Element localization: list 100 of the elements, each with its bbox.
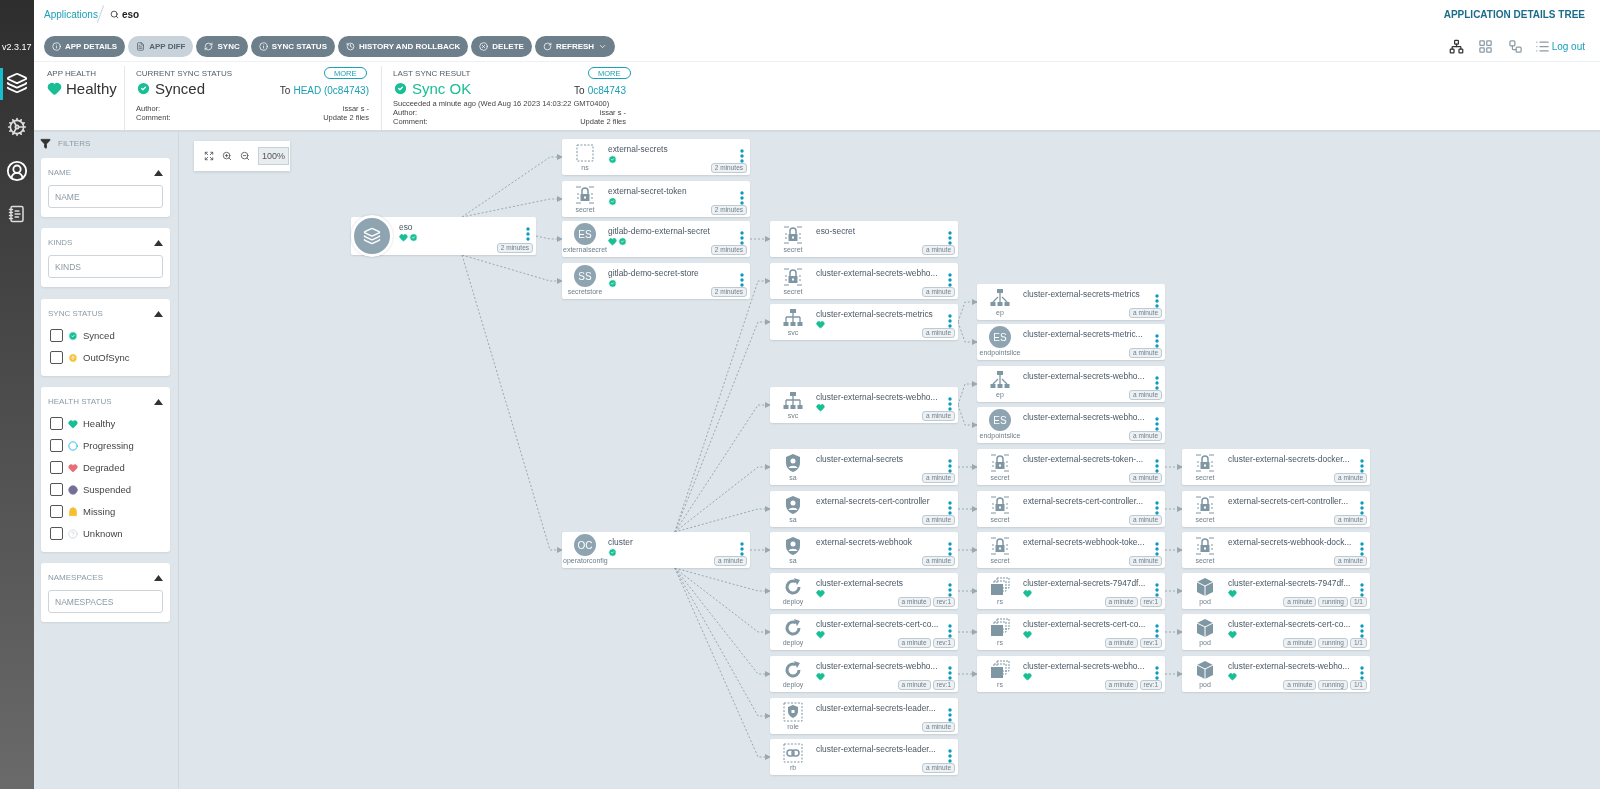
resource-name: gitlab-demo-external-secret bbox=[608, 226, 710, 236]
kind-initials: ES bbox=[989, 326, 1011, 348]
resource-name: cluster-external-secrets-metrics bbox=[816, 309, 933, 319]
logout-link: Log out bbox=[1551, 41, 1585, 52]
resource-name: cluster-external-secrets-cert-co... bbox=[1023, 619, 1146, 629]
filter-title: NAME bbox=[48, 168, 72, 177]
kind-initials: ES bbox=[989, 409, 1011, 431]
resource-card bbox=[562, 139, 750, 175]
option-label: Suspended bbox=[83, 484, 132, 495]
kind-initials: ES bbox=[574, 223, 596, 245]
section-heading: APP HEALTH bbox=[47, 69, 97, 78]
resource-card bbox=[1182, 656, 1370, 692]
resource-card bbox=[1182, 491, 1370, 527]
kind-initials: SS bbox=[574, 265, 596, 287]
option-label: Healthy bbox=[83, 418, 116, 429]
option-label: Degraded bbox=[83, 462, 125, 473]
resource-name: cluster-external-secrets-7947df... bbox=[1228, 578, 1351, 588]
resource-card bbox=[770, 387, 958, 423]
revision-prefix: To bbox=[279, 85, 291, 96]
filter-title: KINDS bbox=[48, 238, 73, 247]
resource-card bbox=[770, 263, 958, 299]
action-button: APP DIFF bbox=[128, 36, 194, 57]
revision-link: 0c84743 bbox=[587, 85, 626, 96]
resource-card bbox=[770, 532, 958, 568]
filter-title: HEALTH STATUS bbox=[48, 397, 112, 406]
resource-card bbox=[977, 656, 1165, 692]
action-button: DELETE bbox=[471, 36, 532, 57]
resource-name: cluster bbox=[608, 537, 633, 547]
connector-arrow bbox=[749, 547, 771, 553]
resource-card bbox=[770, 614, 958, 650]
breadcrumb-link: Applications bbox=[44, 9, 98, 20]
resource-card bbox=[770, 221, 958, 257]
revision-prefix: To bbox=[574, 85, 585, 96]
zoom-level-button: 100% bbox=[258, 147, 290, 165]
option-label: Progressing bbox=[83, 440, 134, 451]
resource-name: eso bbox=[399, 222, 413, 232]
breadcrumb-current: eso bbox=[122, 9, 140, 20]
connector-arrow bbox=[957, 588, 978, 594]
resource-name: cluster-external-secrets bbox=[816, 454, 904, 464]
connector-arrow bbox=[1164, 506, 1183, 512]
filter-title: NAMESPACES bbox=[48, 573, 103, 582]
resource-card bbox=[562, 221, 750, 257]
resource-name: cluster-external-secrets-webho... bbox=[1228, 661, 1350, 671]
resource-card bbox=[770, 698, 958, 734]
resource-card bbox=[977, 614, 1165, 650]
view-title: APPLICATION DETAILS TREE bbox=[1443, 9, 1585, 20]
resource-name: cluster-external-secrets-metric... bbox=[1023, 329, 1143, 339]
resource-card bbox=[977, 366, 1165, 402]
resource-name: external-secret-token bbox=[608, 186, 687, 196]
resource-card bbox=[770, 304, 958, 340]
resource-name: cluster-external-secrets bbox=[816, 578, 904, 588]
kind-initials: OC bbox=[574, 534, 596, 556]
resource-card bbox=[977, 324, 1165, 360]
input-field: KINDS bbox=[48, 255, 163, 278]
resource-name: external-secrets-webhook-dock... bbox=[1228, 537, 1352, 547]
section-heading: LAST SYNC RESULT bbox=[393, 69, 471, 78]
sync-result: Sync OK bbox=[412, 80, 472, 97]
resource-name: cluster-external-secrets-webho... bbox=[1023, 371, 1145, 381]
resource-card bbox=[562, 181, 750, 217]
resource-card bbox=[562, 532, 750, 568]
connector-arrow bbox=[674, 319, 771, 533]
resource-name: eso-secret bbox=[816, 226, 856, 236]
resource-name: external-secrets-cert-controller... bbox=[1023, 496, 1144, 506]
action-button: APP DETAILS bbox=[44, 36, 126, 57]
panel-heading: FILTERS bbox=[58, 139, 91, 148]
connector-arrow bbox=[535, 235, 563, 242]
option-label: Synced bbox=[83, 330, 115, 341]
resource-card bbox=[562, 263, 750, 299]
resource-name: gitlab-demo-secret-store bbox=[608, 268, 699, 278]
connector-arrow bbox=[461, 254, 563, 553]
resource-name: external-secrets-webhook-toke... bbox=[1023, 537, 1145, 547]
option-label: Unknown bbox=[83, 528, 123, 539]
resource-card bbox=[977, 284, 1165, 320]
resource-name: cluster-external-secrets-cert-co... bbox=[816, 619, 939, 629]
connector-arrow bbox=[957, 506, 978, 512]
resource-name: cluster-external-secrets-token-... bbox=[1023, 454, 1144, 464]
resource-name: cluster-external-secrets-leader... bbox=[816, 744, 936, 754]
input-field: NAME bbox=[48, 185, 163, 208]
version-text: v2.3.17 bbox=[2, 42, 32, 52]
resource-card bbox=[770, 449, 958, 485]
resource-card bbox=[977, 532, 1165, 568]
resource-card bbox=[977, 407, 1165, 443]
connector-arrow bbox=[674, 506, 771, 533]
resource-name: cluster-external-secrets-webho... bbox=[816, 392, 938, 402]
connector-arrow bbox=[1164, 547, 1183, 553]
section-heading: CURRENT SYNC STATUS bbox=[136, 69, 232, 78]
connector-arrow bbox=[674, 402, 771, 533]
resource-name: cluster-external-secrets-webho... bbox=[816, 268, 938, 278]
resource-name: external-secrets-cert-controller bbox=[816, 496, 930, 506]
resource-name: external-secrets bbox=[608, 144, 668, 154]
resource-card bbox=[770, 573, 958, 609]
resource-card bbox=[770, 739, 958, 775]
health-status: Healthy bbox=[66, 80, 117, 97]
resource-card bbox=[770, 491, 958, 527]
action-button: SYNC STATUS bbox=[250, 36, 335, 57]
sync-status: Synced bbox=[155, 80, 206, 97]
connector-arrow bbox=[1164, 588, 1183, 594]
filter-title: SYNC STATUS bbox=[48, 309, 103, 318]
option-label: OutOfSync bbox=[83, 352, 130, 363]
resource-card bbox=[977, 449, 1165, 485]
